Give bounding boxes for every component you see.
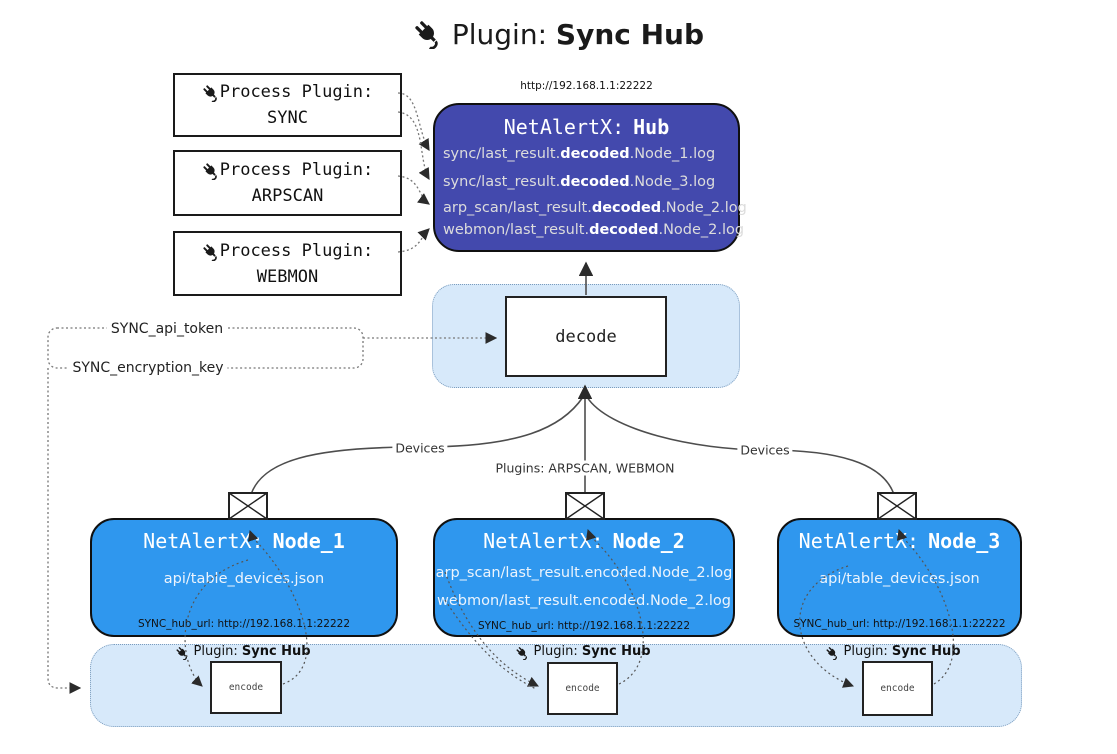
plug-icon: [201, 162, 220, 180]
plug-icon: [201, 242, 220, 261]
hub-url-label: http://192.168.1.1:22222: [520, 80, 653, 92]
envelope-icon: [228, 492, 268, 520]
node-file-row: api/table_devices.json: [163, 571, 325, 587]
hub-log-row: arp_scan/last_result.decoded.Node_2.log: [443, 200, 747, 216]
edge-label-devices-left: Devices: [392, 440, 448, 456]
encode-plugin-label: Plugin: Sync Hub: [175, 644, 311, 660]
encode-plugin-label: Plugin: Sync Hub: [825, 644, 961, 660]
hub-log-row: webmon/last_result.decoded.Node_2.log: [443, 222, 745, 238]
process-plugin-name: ARPSCAN: [251, 186, 324, 206]
node-box-node3: NetAlertX:Node_3 api/table_devices.json …: [777, 518, 1022, 637]
plug-icon: [515, 646, 530, 660]
sync-api-token-label: SYNC_api_token: [106, 321, 228, 337]
node-hub-url: SYNC_hub_url: http://192.168.1.1:22222: [793, 618, 1006, 630]
node-title: NetAlertX:Node_1: [143, 529, 345, 553]
encode-plugin-label: Plugin: Sync Hub: [515, 644, 651, 660]
sync-encryption-key-label: SYNC_encryption_key: [68, 360, 228, 376]
process-plugin-box-arpscan: Process Plugin: ARPSCAN: [173, 150, 402, 216]
title-label: Plugin:: [451, 18, 548, 51]
node-title: NetAlertX:Node_3: [798, 529, 1001, 553]
encode-box: encode: [862, 661, 933, 716]
plug-icon: [175, 646, 190, 660]
hub-log-row: sync/last_result.decoded.Node_1.log: [443, 146, 716, 162]
node-file-row: arp_scan/last_result.encoded.Node_2.log: [435, 565, 733, 581]
decode-box: decode: [505, 296, 667, 377]
node-box-node1: NetAlertX:Node_1 api/table_devices.json …: [90, 518, 398, 637]
process-plugin-label: Process Plugin:: [219, 160, 374, 180]
node-file-row: webmon/last_result.encoded.Node_2.log: [436, 593, 731, 609]
title-name: Sync Hub: [555, 18, 705, 51]
process-plugin-name: WEBMON: [256, 266, 319, 287]
process-plugin-label: Process Plugin:: [219, 82, 374, 102]
node-box-node2: NetAlertX:Node_2 arp_scan/last_result.en…: [433, 518, 735, 637]
node-file-row: api/table_devices.json: [819, 571, 980, 587]
hub-log-row: sync/last_result.decoded.Node_3.log: [443, 174, 716, 190]
node-title: NetAlertX:Node_2: [483, 529, 685, 553]
plug-icon: [825, 646, 840, 660]
encode-box: encode: [547, 662, 618, 715]
edge-label-devices-right: Devices: [737, 442, 793, 458]
node-hub-url: SYNC_hub_url: http://192.168.1.1:22222: [477, 620, 691, 632]
hub-box: NetAlertX:Hub sync/last_result.decoded.N…: [433, 103, 747, 252]
envelope-icon: [877, 492, 917, 520]
edge-label-plugins: Plugins: ARPSCAN, WEBMON: [492, 460, 678, 476]
process-plugin-name: SYNC: [267, 108, 308, 128]
plug-icon: [412, 19, 443, 49]
plug-icon: [201, 84, 220, 102]
hub-title: NetAlertX:Hub: [503, 115, 670, 139]
envelope-icon: [565, 492, 605, 520]
process-plugin-label: Process Plugin:: [219, 240, 374, 261]
process-plugin-box-sync: Process Plugin: SYNC: [173, 73, 402, 137]
encode-box: encode: [210, 661, 282, 714]
page-title: Plugin: Sync Hub: [0, 18, 1117, 51]
node-hub-url: SYNC_hub_url: http://192.168.1.1:22222: [137, 618, 351, 630]
process-plugin-box-webmon: Process Plugin: WEBMON: [173, 231, 402, 296]
